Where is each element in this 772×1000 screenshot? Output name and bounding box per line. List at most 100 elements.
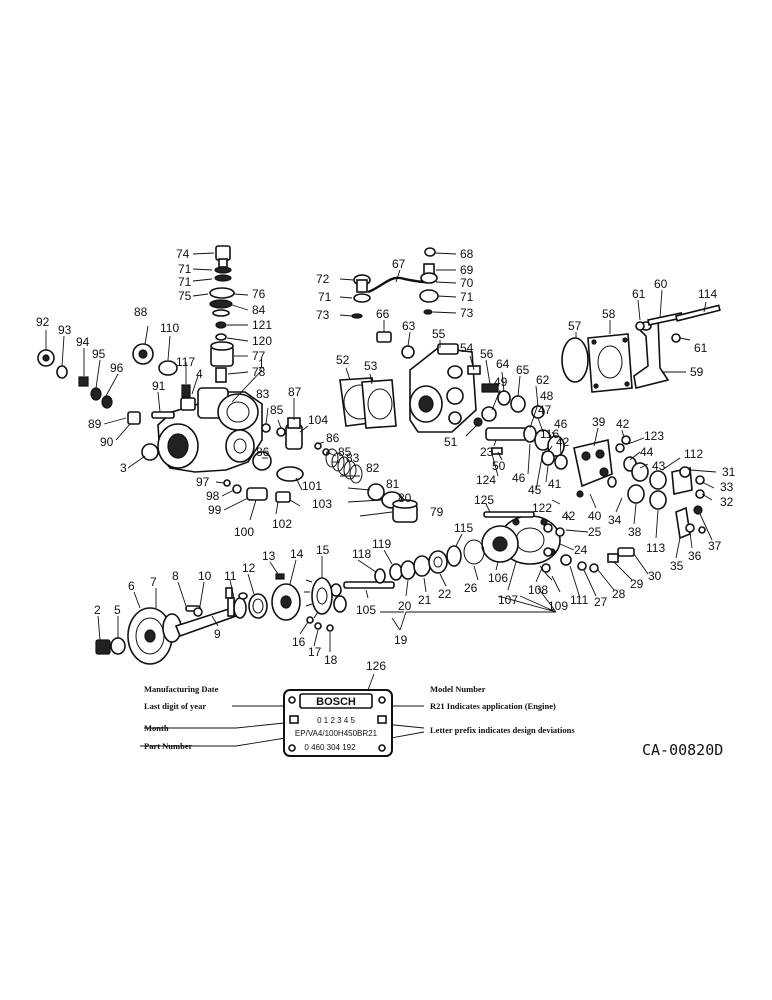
callout-16: 16 — [292, 635, 306, 649]
callout-5: 5 — [114, 603, 121, 617]
callout-113: 113 — [646, 541, 665, 555]
callout-98: 98 — [206, 489, 220, 503]
callout-51: 51 — [444, 435, 458, 449]
nameplate-model-code: EP/VA4/100H450BR21 — [295, 729, 378, 738]
callout-42: 42 — [562, 509, 576, 523]
callout-123: 123 — [644, 429, 664, 443]
callout-57: 57 — [568, 319, 582, 333]
callout-20: 20 — [398, 599, 412, 613]
callout-25: 25 — [588, 525, 602, 539]
callout-73: 73 — [460, 306, 474, 320]
callout-63: 63 — [402, 319, 416, 333]
callout-41: 41 — [548, 477, 562, 491]
callout-58: 58 — [602, 307, 616, 321]
callout-46: 46 — [512, 471, 526, 485]
callout-85: 85 — [338, 445, 352, 459]
callout-13: 13 — [262, 549, 276, 563]
callout-92: 92 — [36, 315, 50, 329]
callout-76: 76 — [252, 287, 266, 301]
callout-14: 14 — [290, 547, 304, 561]
callout-78: 78 — [252, 365, 266, 379]
callout-9: 9 — [214, 627, 221, 641]
callout-68: 68 — [460, 247, 474, 261]
callout-104: 104 — [308, 413, 328, 427]
callout-45: 45 — [528, 483, 542, 497]
callout-59: 59 — [690, 365, 704, 379]
callout-54: 54 — [460, 341, 474, 355]
callout-80: 80 — [398, 491, 412, 505]
callout-121: 121 — [252, 318, 272, 332]
callout-62: 62 — [536, 373, 550, 387]
callout-22: 22 — [438, 587, 452, 601]
callout-30: 30 — [648, 569, 662, 583]
callout-2: 2 — [94, 603, 101, 617]
callout-85: 85 — [270, 403, 284, 417]
callout-124: 124 — [476, 473, 496, 487]
callout-24: 24 — [574, 543, 588, 557]
cover-group — [561, 304, 721, 393]
callout-40: 40 — [588, 509, 602, 523]
callout-79: 79 — [430, 505, 444, 519]
callout-28: 28 — [612, 587, 626, 601]
callout-65: 65 — [516, 363, 530, 377]
callout-96: 96 — [110, 361, 124, 375]
caption-last-digit-year: Last digit of year — [144, 701, 206, 711]
callout-72: 72 — [316, 272, 330, 286]
callout-71: 71 — [460, 290, 474, 304]
callout-4: 4 — [196, 367, 203, 381]
side-plate-group — [573, 435, 706, 563]
callout-44: 44 — [640, 445, 654, 459]
callout-126: 126 — [366, 659, 386, 673]
callout-83: 83 — [346, 451, 360, 465]
caption-part-number: Part Number — [144, 741, 193, 751]
callout-112: 112 — [684, 447, 703, 461]
callout-125: 125 — [474, 493, 494, 507]
callout-105: 105 — [356, 603, 376, 617]
callout-49: 49 — [494, 375, 508, 389]
callout-29: 29 — [630, 577, 644, 591]
callout-36: 36 — [688, 549, 702, 563]
gear-group — [248, 573, 347, 632]
left-fittings — [37, 343, 191, 425]
callout-12: 12 — [242, 561, 256, 575]
callout-46: 46 — [554, 417, 568, 431]
callout-94: 94 — [76, 335, 90, 349]
callout-50: 50 — [492, 459, 506, 473]
callout-19: 19 — [394, 633, 408, 647]
callout-88: 88 — [134, 305, 148, 319]
callout-39: 39 — [592, 415, 606, 429]
callout-26: 26 — [464, 581, 478, 595]
regulator-parts — [473, 383, 568, 470]
delivery-valve-stack — [209, 245, 235, 383]
callout-3: 3 — [120, 461, 127, 475]
callout-93: 93 — [58, 323, 72, 337]
callout-117: 117 — [176, 355, 195, 369]
leader-lines — [45, 252, 717, 747]
callout-27: 27 — [594, 595, 608, 609]
caption-month: Month — [144, 723, 169, 733]
callout-91: 91 — [152, 379, 166, 393]
callout-64: 64 — [496, 357, 510, 371]
nameplate-captions: Manufacturing Date Last digit of year Mo… — [144, 684, 575, 751]
callout-101: 101 — [302, 479, 322, 493]
callout-87: 87 — [288, 385, 302, 399]
gasket-plate — [339, 377, 397, 429]
callout-38: 38 — [628, 525, 642, 539]
callout-95: 95 — [92, 347, 106, 361]
caption-r21: R21 Indicates application (Engine) — [430, 701, 556, 711]
callout-7: 7 — [150, 575, 157, 589]
callout-97: 97 — [196, 475, 210, 489]
callout-83: 83 — [256, 387, 270, 401]
pump-head — [409, 343, 481, 433]
caption-letter-prefix: Letter prefix indicates design deviation… — [430, 725, 575, 735]
callout-61: 61 — [632, 287, 646, 301]
callout-52: 52 — [336, 353, 350, 367]
callout-84: 84 — [252, 303, 266, 317]
callout-102: 102 — [272, 517, 292, 531]
callout-42: 42 — [556, 435, 570, 449]
callout-15: 15 — [316, 543, 330, 557]
callout-99: 99 — [208, 503, 222, 517]
callout-82: 82 — [366, 461, 380, 475]
fuel-line — [351, 247, 439, 359]
callout-48: 48 — [540, 389, 554, 403]
